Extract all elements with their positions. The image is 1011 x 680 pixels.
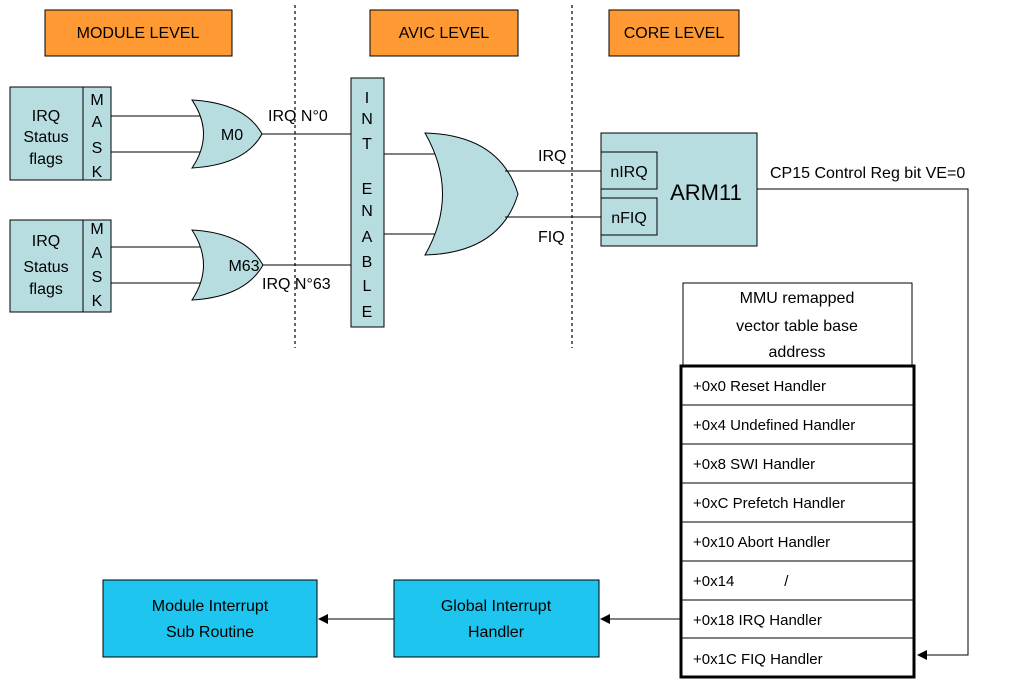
int-enable-letter: I (365, 90, 369, 107)
vector-entry: +0x0 Reset Handler (693, 378, 826, 395)
gate-label: M63 (228, 258, 259, 275)
vector-table-header-line: vector table base (736, 318, 858, 335)
int-enable-letter: B (362, 254, 373, 271)
status-line: flags (29, 151, 63, 168)
vector-entry: +0x8 SWI Handler (693, 456, 815, 473)
int-enable-letter: T (362, 136, 372, 153)
status-line: Status (23, 259, 68, 276)
avic-level-label: AVIC LEVEL (399, 25, 490, 42)
vector-entry: +0xC Prefetch Handler (693, 495, 845, 512)
module-level-header: MODULE LEVEL (44, 9, 233, 57)
mask-letter: S (92, 140, 103, 157)
vector-entry: +0x1C FIQ Handler (693, 651, 823, 668)
vector-table-header-line: address (769, 344, 826, 361)
mask-letter: S (92, 269, 103, 286)
irq-line-label: IRQ N°63 (262, 276, 331, 293)
avic-level-header: AVIC LEVEL (369, 9, 519, 57)
global-handler-line: Handler (468, 624, 525, 641)
cp15-to-irq-handler-arrow (757, 188, 969, 660)
nirq-pin (600, 151, 658, 190)
vector-entry: +0x10 Abort Handler (693, 534, 830, 551)
module-block-63: IRQ Status flags M A S K M63 IRQ N°63 (9, 219, 351, 313)
int-enable-box (350, 77, 385, 328)
int-enable-letter: A (362, 229, 373, 246)
nirq-label: nIRQ (610, 164, 647, 181)
fiq-line-label: FIQ (538, 229, 565, 246)
global-handler-line: Global Interrupt (441, 598, 552, 615)
irq-line-label: IRQ N°0 (268, 108, 328, 125)
irq-status-flags-box (9, 219, 84, 313)
module-isr-box (102, 579, 318, 658)
vector-table-header-line: MMU remapped (740, 290, 855, 307)
nfiq-label: nFIQ (611, 210, 647, 227)
nfiq-pin (600, 197, 658, 236)
module-interrupt-sub-routine: Module Interrupt Sub Routine (102, 579, 318, 658)
irq-status-flags-box (9, 86, 84, 181)
int-enable-letter: E (362, 181, 373, 198)
status-line: IRQ (32, 108, 60, 125)
mask-letter: M (90, 221, 103, 238)
mask-letter: K (92, 164, 103, 181)
core-level-header: CORE LEVEL (608, 9, 740, 57)
vector-entry-irq-handler: +0x18 IRQ Handler (693, 612, 822, 629)
arm11-label: ARM11 (670, 180, 742, 205)
vector-table: +0x0 Reset Handler +0x4 Undefined Handle… (679, 364, 916, 679)
mask-letter: K (92, 293, 103, 310)
int-enable-letter: N (361, 203, 373, 220)
global-handler-box (393, 579, 600, 658)
int-enable-block: I N T E N A B L E (350, 77, 385, 328)
module-isr-line: Module Interrupt (152, 598, 269, 615)
vector-entry: +0x4 Undefined Handler (693, 417, 855, 434)
int-enable-letter: E (362, 304, 373, 321)
or-gate-m63 (191, 229, 264, 301)
core-level-label: CORE LEVEL (624, 25, 725, 42)
status-line: flags (29, 281, 63, 298)
or-gate-m0 (191, 99, 263, 169)
module-isr-line: Sub Routine (166, 624, 254, 641)
vector-table-header: MMU remapped vector table base address (682, 282, 913, 367)
cp15-label: CP15 Control Reg bit VE=0 (770, 165, 965, 182)
global-interrupt-handler: Global Interrupt Handler (393, 579, 600, 658)
vector-entry: +0x14 / (693, 573, 789, 590)
mask-box (82, 86, 112, 181)
status-line: Status (23, 129, 68, 146)
module-level-label: MODULE LEVEL (77, 25, 200, 42)
status-line: IRQ (32, 233, 60, 250)
int-enable-letter: N (361, 111, 373, 128)
mask-letter: M (90, 92, 103, 109)
mask-box (82, 219, 112, 313)
gate-label: M0 (221, 127, 243, 144)
avic-or-gate (424, 132, 519, 256)
mask-letter: A (92, 245, 103, 262)
module-block-0: IRQ Status flags M A S K M0 IRQ N°0 (9, 86, 351, 181)
arm11-core: nIRQ nFIQ ARM11 (600, 132, 758, 247)
irq-line-label: IRQ (538, 148, 566, 165)
int-enable-letter: L (363, 278, 372, 295)
mask-letter: A (92, 114, 103, 131)
